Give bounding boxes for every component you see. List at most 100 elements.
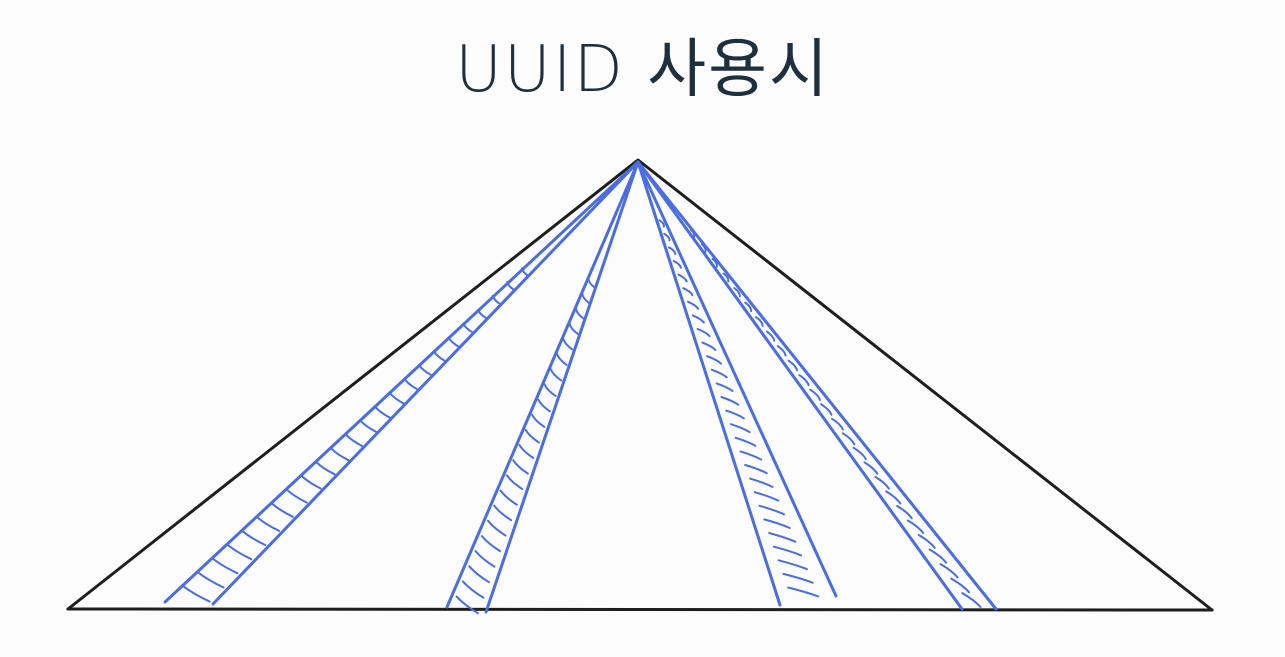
diagram-title: UUID 사용시 [455, 33, 830, 107]
right-outer-band-hatch-stroke [755, 316, 764, 327]
left-inner-band-hatch-stroke [556, 353, 568, 366]
left-inner-band-hatch-stroke [531, 413, 546, 428]
left-outer-band-hatch-stroke [285, 488, 308, 504]
right-inner-band-hatch-stroke [739, 450, 763, 461]
right-inner-band-hatch-stroke [663, 232, 671, 242]
left-outer-band-hatch-stroke [241, 530, 267, 546]
right-inner-band-hatch-stroke [672, 260, 682, 269]
left-inner-band-hatch-stroke [461, 580, 485, 599]
left-inner-band-hatch-stroke [562, 338, 574, 351]
right-inner-band-hatch-stroke [734, 436, 757, 447]
right-inner-band-hatch-stroke [687, 300, 700, 310]
left-inner-band-hatch-stroke [487, 519, 507, 537]
right-outer-band-hatch-stroke [744, 301, 753, 313]
left-outer-band-hatch-stroke [271, 502, 294, 518]
left-outer-band-hatch-stroke [432, 350, 447, 363]
right-outer-band-hatch-stroke [776, 345, 787, 357]
left-inner-band-hatch-stroke [455, 595, 479, 615]
right-inner-band-hatch-stroke [744, 464, 768, 475]
right-inner-band-line-2 [636, 160, 838, 598]
right-inner-band-hatch-stroke [677, 273, 688, 283]
right-inner-band-hatch-stroke [720, 396, 740, 406]
left-inner-band-hatch-stroke [505, 474, 524, 490]
left-inner-band-hatch-stroke [512, 459, 529, 475]
right-outer-band-hatch-stroke [874, 475, 890, 490]
right-inner-band-hatch-stroke [725, 409, 745, 420]
left-inner-band-hatch-stroke [493, 504, 513, 522]
right-inner-band-hatch-stroke [729, 423, 751, 434]
right-inner-band-hatch-stroke [682, 287, 694, 297]
right-inner-band-hatch-stroke [758, 504, 785, 516]
right-outer-band-hatch-stroke [896, 505, 913, 520]
right-inner-band-hatch-stroke [658, 219, 665, 228]
left-inner-band-line-2 [484, 160, 640, 614]
right-outer-band-hatch-stroke [733, 287, 741, 298]
right-inner-band-line-1 [636, 160, 782, 607]
right-inner-band-hatch-stroke [701, 341, 717, 351]
left-outer-band-hatch-stroke [197, 571, 225, 589]
left-outer-band-hatch-stroke [447, 336, 461, 349]
right-outer-band-hatch-stroke [863, 461, 879, 475]
left-inner-band-line-1 [445, 160, 640, 609]
left-inner-band-hatch-stroke [581, 292, 590, 304]
left-outer-band-hatch-stroke [256, 516, 281, 532]
left-inner-band-hatch-stroke [524, 428, 540, 444]
left-outer-band-hatch-stroke [403, 377, 419, 391]
right-outer-band-hatch-stroke [906, 519, 925, 534]
left-outer-band-hatch-stroke [315, 461, 336, 476]
left-outer-band-hatch-stroke [374, 405, 392, 419]
right-inner-band-hatch-stroke [715, 382, 734, 392]
left-inner-band-hatch-stroke [499, 489, 518, 506]
right-inner-band-hatch-stroke [710, 368, 728, 379]
left-outer-band-line-1 [163, 160, 640, 604]
right-outer-band-hatch-stroke [689, 228, 696, 239]
left-outer-band-hatch-stroke [388, 391, 405, 405]
right-outer-band-hatch-stroke [831, 417, 844, 431]
right-inner-band-hatch-stroke [668, 246, 677, 255]
right-outer-band-hatch-stroke [939, 563, 959, 579]
left-outer-band-hatch-stroke [477, 308, 489, 320]
right-inner-band-hatch-stroke [782, 572, 814, 584]
left-outer-band-hatch-stroke [462, 322, 475, 334]
right-outer-band-hatch-stroke [852, 446, 867, 461]
right-outer-band-hatch-stroke [950, 577, 970, 594]
left-outer-band-hatch-stroke [300, 474, 322, 490]
right-inner-band-hatch-stroke [763, 518, 791, 529]
left-outer-band-hatch-stroke [491, 294, 502, 306]
access-bands [163, 160, 998, 614]
right-inner-band-hatch-stroke [777, 559, 808, 571]
right-inner-band-hatch-stroke [753, 491, 780, 502]
right-inner-band-hatch-stroke [706, 355, 722, 365]
left-inner-band-hatch-stroke [537, 398, 551, 413]
left-outer-band-hatch-stroke [359, 419, 378, 433]
left-inner-band-hatch-stroke [549, 368, 563, 382]
left-outer-band-hatch-stroke [506, 281, 516, 292]
left-outer-band-hatch-stroke [329, 447, 350, 462]
left-inner-band-hatch-stroke [575, 307, 585, 320]
left-inner-band-hatch-stroke [587, 277, 596, 289]
left-inner-band-hatch-stroke [518, 444, 535, 459]
left-outer-band-hatch-stroke [212, 558, 239, 575]
right-outer-band-hatch-stroke [928, 548, 948, 564]
right-outer-band-hatch-stroke [798, 374, 810, 387]
left-inner-band-hatch-stroke [480, 535, 502, 553]
left-outer-band-hatch-stroke [344, 433, 364, 448]
right-outer-band-hatch-stroke [961, 592, 982, 608]
left-inner-band-hatch-stroke [543, 383, 557, 397]
left-inner-band-hatch-stroke [568, 322, 579, 335]
left-outer-band-hatch-stroke [227, 544, 253, 561]
right-inner-band-hatch-stroke [749, 477, 774, 488]
left-outer-band-hatch-stroke [521, 267, 530, 278]
right-inner-band-hatch-stroke [696, 328, 711, 338]
right-outer-band-hatch-stroke [841, 432, 856, 446]
left-outer-band-hatch-stroke [182, 585, 211, 603]
left-outer-band-hatch-stroke [418, 364, 433, 377]
left-outer-band-line-2 [211, 160, 640, 606]
right-outer-band-hatch-stroke [885, 490, 902, 505]
right-inner-band-hatch-stroke [768, 532, 797, 543]
left-inner-band-hatch-stroke [474, 550, 496, 568]
right-inner-band-hatch-stroke [787, 586, 820, 598]
right-outer-band-line-2 [636, 160, 998, 611]
